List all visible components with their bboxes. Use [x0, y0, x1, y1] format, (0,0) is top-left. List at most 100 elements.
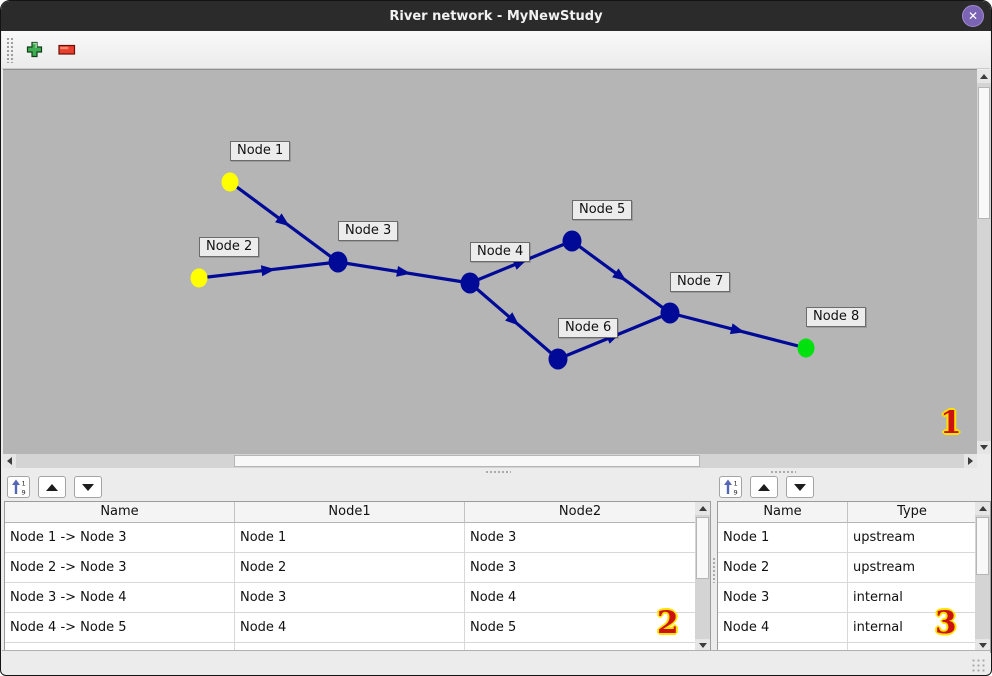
window-title: River network - MyNewStudy — [389, 8, 603, 24]
flow-arrow-icon — [612, 268, 627, 282]
vertical-scrollbar-thumb[interactable] — [978, 87, 990, 219]
river-node[interactable] — [190, 268, 208, 288]
column-header[interactable]: Name — [5, 502, 235, 523]
table-cell[interactable]: Node 2 — [718, 553, 848, 583]
node-label[interactable]: Node 6 — [558, 318, 619, 338]
scroll-up-button[interactable] — [977, 70, 991, 83]
table-cell[interactable]: Node 3 — [465, 523, 696, 553]
table-cell[interactable]: Node 1 -> Node 3 — [5, 523, 235, 553]
table-cell[interactable]: Node 3 — [465, 553, 696, 583]
canvas-vertical-scrollbar[interactable] — [977, 70, 991, 454]
arrow-up-icon — [978, 506, 987, 511]
node-label[interactable]: Node 4 — [470, 242, 531, 262]
svg-text:9: 9 — [734, 489, 738, 496]
scroll-right-button[interactable] — [964, 454, 977, 468]
river-node[interactable] — [328, 251, 348, 273]
table-cell[interactable]: Node 2 — [235, 553, 465, 583]
toolbar-drag-handle[interactable] — [6, 36, 14, 63]
flow-arrow-icon — [396, 266, 411, 277]
node-label[interactable]: Node 1 — [230, 141, 291, 161]
canvas-horizontal-scrollbar[interactable] — [3, 454, 977, 468]
column-header[interactable]: Node2 — [465, 502, 696, 523]
flow-arrow-icon — [260, 265, 276, 277]
sort-links-button[interactable]: 1 9 — [7, 476, 30, 498]
splitter-handle[interactable] — [770, 470, 796, 474]
table-cell[interactable]: Node 2 -> Node 3 — [5, 553, 235, 583]
table-cell[interactable]: Node 4 -> Node 5 — [5, 613, 235, 643]
table-cell[interactable]: Node 1 — [718, 523, 848, 553]
flow-arrow-icon — [505, 312, 520, 326]
river-node[interactable] — [797, 338, 815, 358]
horizontal-scrollbar-thumb[interactable] — [234, 455, 700, 467]
column-header[interactable]: Name — [718, 502, 848, 523]
triangle-down-icon — [82, 483, 94, 491]
minus-icon — [58, 44, 76, 55]
scroll-down-button[interactable] — [695, 639, 710, 652]
table-cell[interactable]: Node 3 -> Node 4 — [5, 583, 235, 613]
links-table-scrollbar[interactable] — [695, 502, 710, 652]
scroll-up-button[interactable] — [695, 502, 710, 515]
vertical-scrollbar-thumb[interactable] — [976, 517, 989, 575]
arrow-up-icon — [980, 74, 988, 79]
svg-text:1: 1 — [22, 480, 26, 488]
table-cell[interactable]: Node 1 — [235, 523, 465, 553]
network-svg — [190, 172, 815, 370]
splitter-handle[interactable] — [712, 557, 716, 583]
table-cell[interactable] — [235, 643, 465, 652]
nodes-table-scrollbar[interactable] — [975, 502, 990, 652]
river-node[interactable] — [221, 172, 239, 192]
node-label[interactable]: Node 7 — [670, 272, 731, 292]
vertical-scrollbar-thumb[interactable] — [696, 517, 709, 579]
table-cell[interactable] — [5, 643, 235, 652]
table-cell[interactable]: Node 4 — [235, 613, 465, 643]
move-up-links-button[interactable] — [38, 476, 66, 498]
table-cell[interactable]: upstream — [848, 523, 977, 553]
table-cell[interactable]: internal — [848, 613, 977, 643]
scroll-up-button[interactable] — [975, 502, 990, 515]
resize-grip[interactable] — [971, 658, 987, 672]
scroll-down-button[interactable] — [977, 441, 991, 454]
table-cell[interactable]: Node 5 — [465, 613, 696, 643]
remove-node-button[interactable] — [55, 38, 79, 62]
table-cell[interactable] — [718, 643, 848, 652]
node-label[interactable]: Node 8 — [806, 307, 867, 327]
network-canvas[interactable]: Node 1 Node 2 Node 3 Node 4 Node 5 Node 6 Node… — [3, 69, 977, 454]
river-node[interactable] — [562, 230, 582, 252]
column-header[interactable]: Node1 — [235, 502, 465, 523]
table-cell[interactable]: upstream — [848, 553, 977, 583]
river-node[interactable] — [548, 348, 568, 370]
table-cell[interactable]: Node 3 — [235, 583, 465, 613]
close-button[interactable]: ✕ — [962, 5, 984, 27]
table-cell[interactable]: Node 4 — [718, 613, 848, 643]
river-node[interactable] — [660, 302, 680, 324]
scroll-down-button[interactable] — [975, 639, 990, 652]
table-splitter[interactable] — [711, 501, 717, 653]
column-header[interactable]: Type — [848, 502, 977, 523]
splitter-handle[interactable] — [485, 470, 511, 474]
pane-splitter[interactable] — [2, 468, 990, 474]
annotation-2: 2 — [657, 605, 679, 641]
scroll-left-button[interactable] — [3, 454, 16, 468]
table-cell[interactable]: internal — [848, 583, 977, 613]
move-up-nodes-button[interactable] — [750, 476, 778, 498]
move-down-links-button[interactable] — [74, 476, 102, 498]
sort-nodes-button[interactable]: 1 9 — [719, 476, 742, 498]
node-label[interactable]: Node 2 — [199, 237, 260, 257]
move-down-nodes-button[interactable] — [786, 476, 814, 498]
river-node[interactable] — [460, 272, 480, 294]
node-label[interactable]: Node 5 — [572, 200, 633, 220]
add-node-button[interactable] — [22, 38, 46, 62]
table-cell[interactable]: Node 3 — [718, 583, 848, 613]
arrow-right-icon — [968, 457, 973, 465]
node-label[interactable]: Node 3 — [338, 221, 399, 241]
